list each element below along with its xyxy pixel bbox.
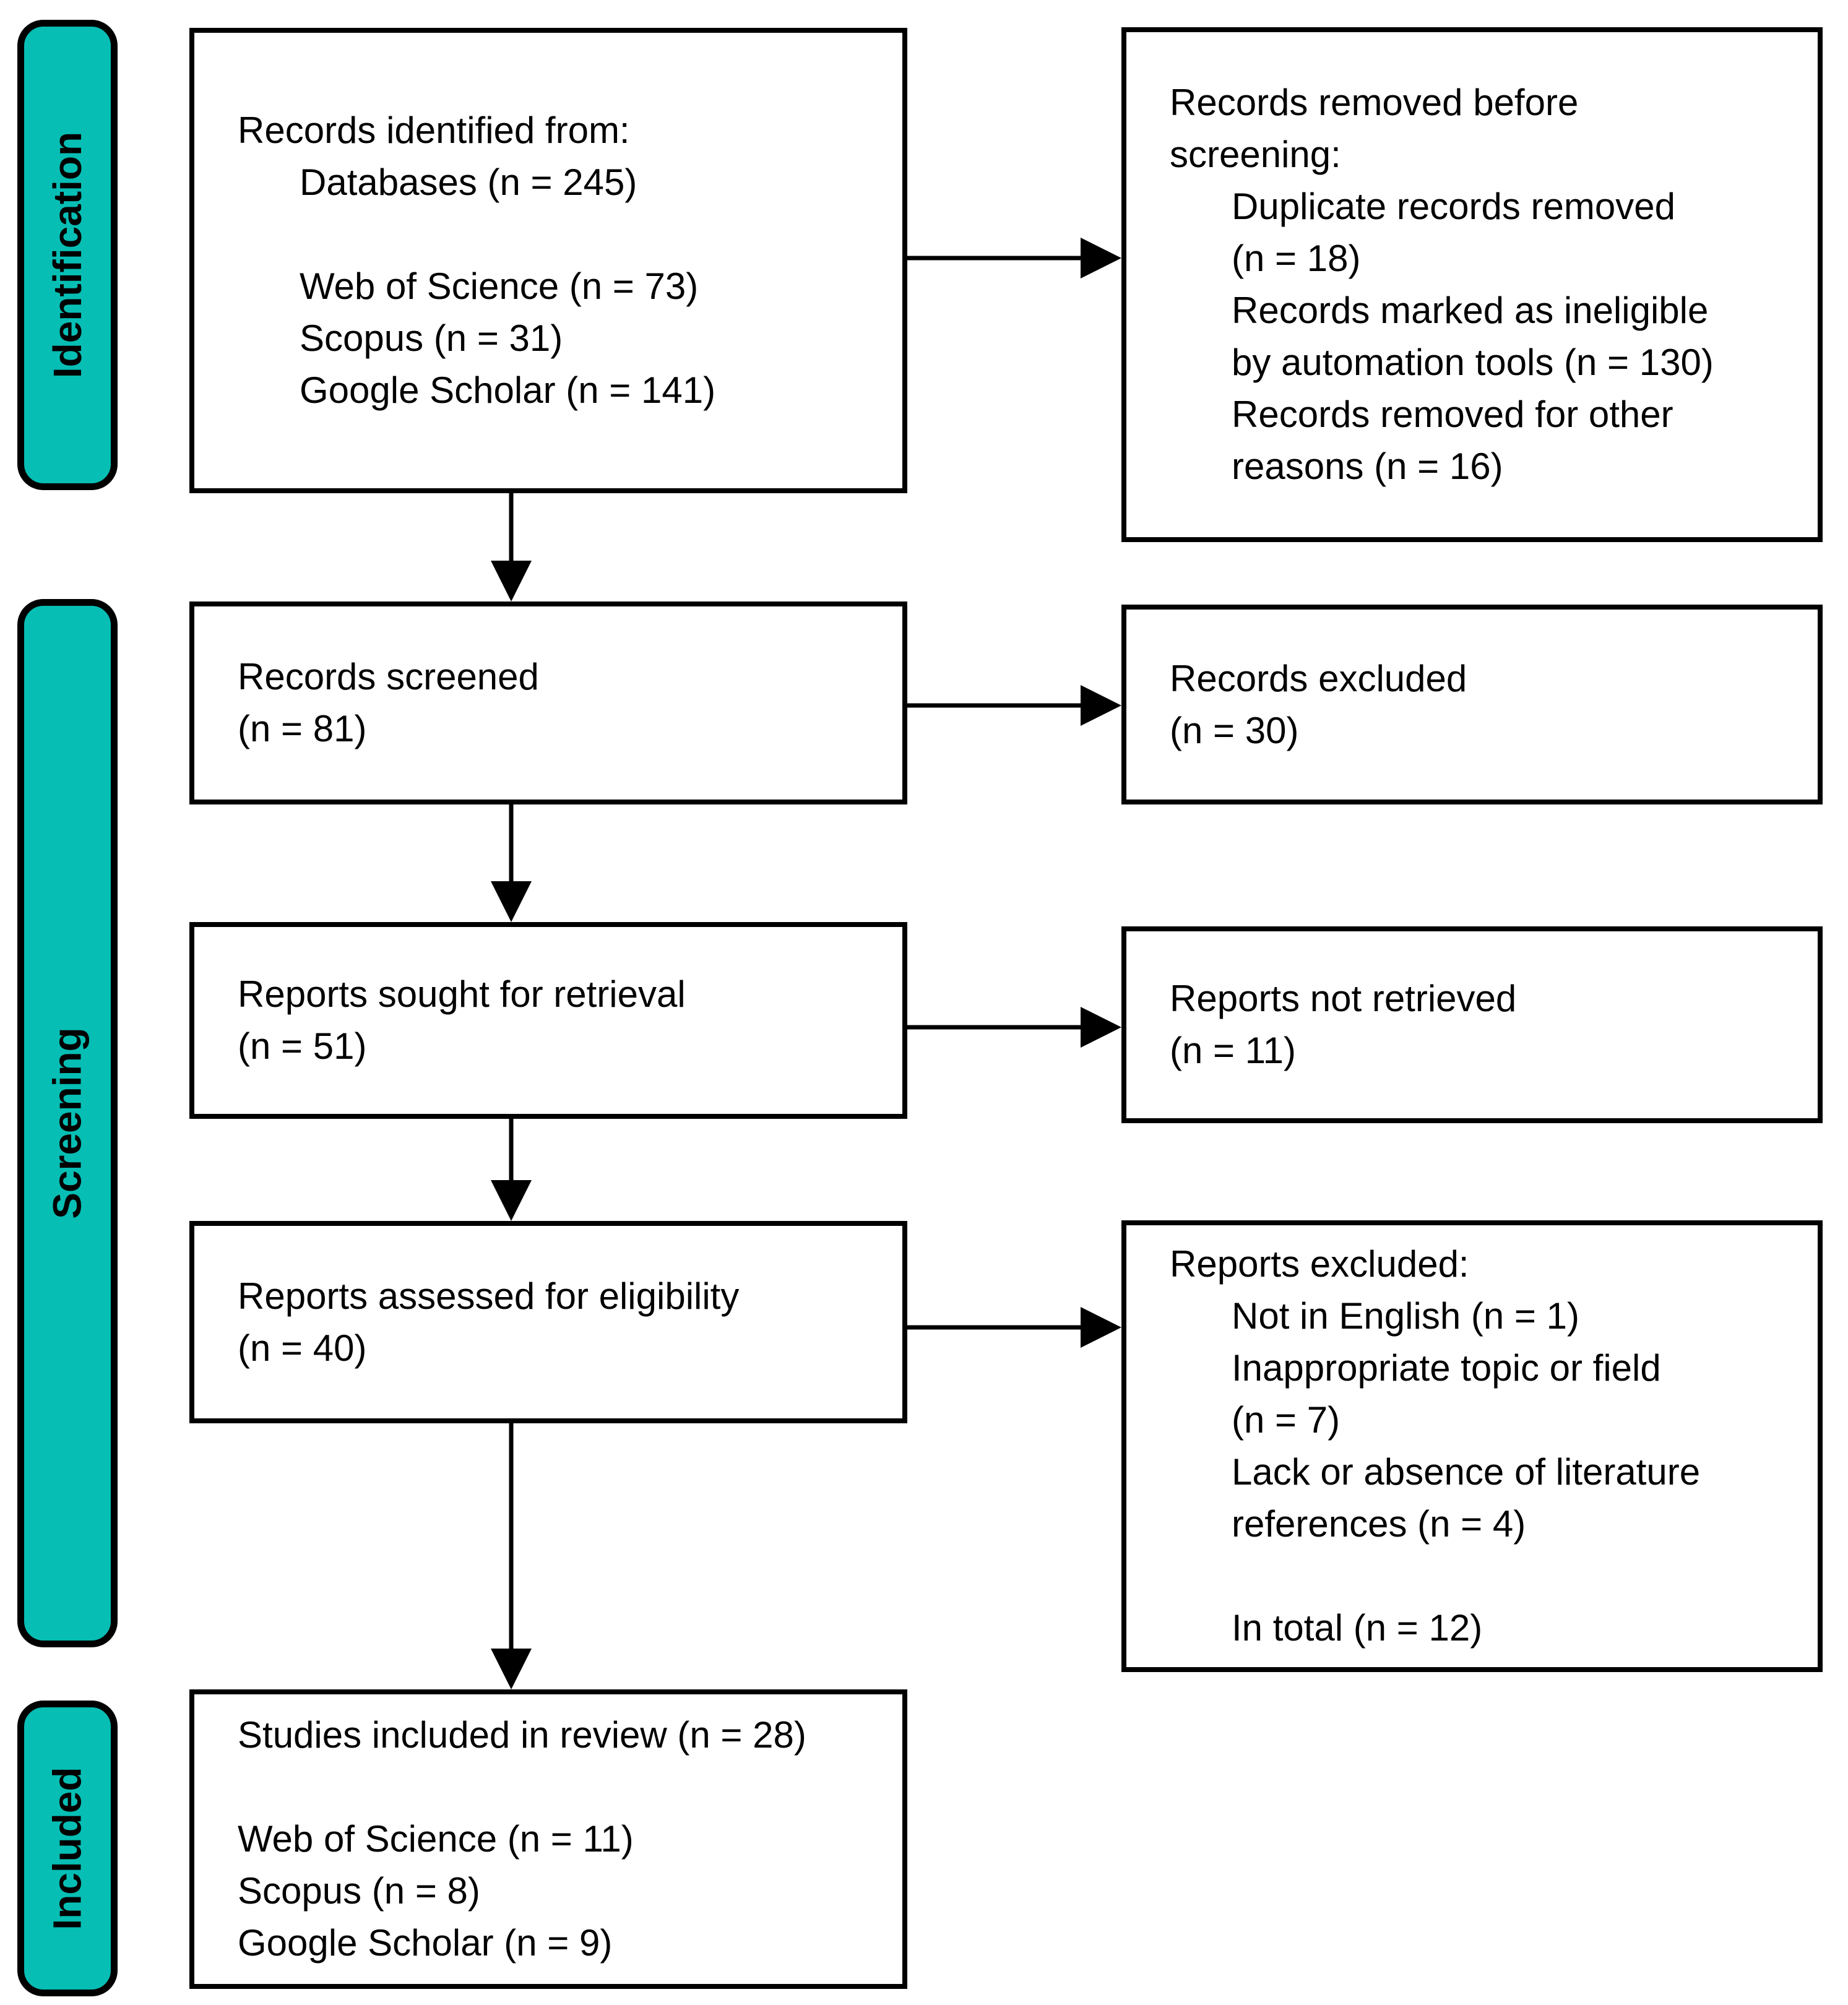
text-line: Records marked as ineligible [1232,290,1709,331]
text-line: Reports sought for retrieval [238,973,686,1015]
box-reports-assessed-for-eligibility: Reports assessed for eligibility (n = 40… [189,1221,907,1423]
text-line: (n = 81) [238,708,367,749]
text-line: Records removed for other [1232,394,1673,435]
arrow-screened-to-sought [491,804,532,922]
text-line [1170,1550,1805,1602]
text-line: Scopus (n = 31) [300,317,563,359]
text-line: Inappropriate topic or field [1232,1347,1661,1389]
box-records-removed-before-screening: Records removed before screening: Duplic… [1121,27,1823,542]
text-line: (n = 18) [1232,238,1361,279]
text-line: reasons (n = 16) [1232,446,1503,487]
text-line [238,1761,890,1813]
text-line: Databases (n = 245) [300,162,637,203]
text-line: (n = 7) [1232,1399,1341,1441]
stage-bar-identification: Identification [17,20,118,490]
stage-bar-screening: Screening [17,599,118,1647]
text-line: by automation tools (n = 130) [1232,342,1714,383]
text-line: Reports not retrieved [1170,978,1517,1019]
arrow-sought-to-not-retrieved [907,1007,1121,1048]
box-reports-not-retrieved: Reports not retrieved (n = 11) [1121,926,1823,1123]
text-line: Google Scholar (n = 9) [238,1922,613,1964]
text-line: (n = 30) [1170,709,1299,751]
text-line: Reports excluded: [1170,1243,1469,1285]
arrow-identified-to-removed [907,238,1121,278]
text-line: (n = 11) [1170,1030,1296,1071]
text-line: Records removed before [1170,82,1579,123]
text-line: In total (n = 12) [1232,1607,1483,1649]
arrow-screened-to-excluded [907,685,1121,726]
box-studies-included: Studies included in review (n = 28) Web … [189,1689,907,1989]
text-line: (n = 40) [238,1327,367,1369]
arrow-assessed-to-reports-excluded [907,1307,1121,1348]
text-line [238,209,890,261]
text-line: Duplicate records removed [1232,186,1675,227]
text-line: Records screened [238,656,539,697]
box-records-identified: Records identified from: Databases (n = … [189,28,907,493]
stage-bar-included: Included [17,1701,118,1996]
box-reports-excluded: Reports excluded: Not in English (n = 1)… [1121,1220,1823,1672]
stage-label-screening: Screening [45,1027,90,1219]
arrow-sought-to-assessed [491,1119,532,1221]
stage-label-identification: Identification [45,131,90,379]
box-records-excluded: Records excluded (n = 30) [1121,605,1823,804]
box-reports-sought-for-retrieval: Reports sought for retrieval (n = 51) [189,922,907,1119]
text-line: references (n = 4) [1232,1503,1526,1545]
text-line: Studies included in review (n = 28) [238,1714,806,1756]
text-line: Records excluded [1170,657,1467,699]
text-line: (n = 51) [238,1025,367,1067]
text-line: Scopus (n = 8) [238,1870,480,1912]
stage-label-included: Included [45,1767,90,1930]
arrow-assessed-to-included [491,1423,532,1689]
text-line: screening: [1170,134,1341,175]
arrow-identified-to-screened [491,493,532,602]
text-line: Web of Science (n = 73) [300,265,699,307]
box-records-screened: Records screened (n = 81) [189,602,907,804]
text-line: Records identified from: [238,110,630,151]
text-line: Lack or absence of literature [1232,1451,1701,1493]
text-line: Google Scholar (n = 141) [300,369,716,411]
text-line: Web of Science (n = 11) [238,1818,634,1860]
text-line: Not in English (n = 1) [1232,1295,1579,1337]
text-line: Reports assessed for eligibility [238,1275,740,1317]
